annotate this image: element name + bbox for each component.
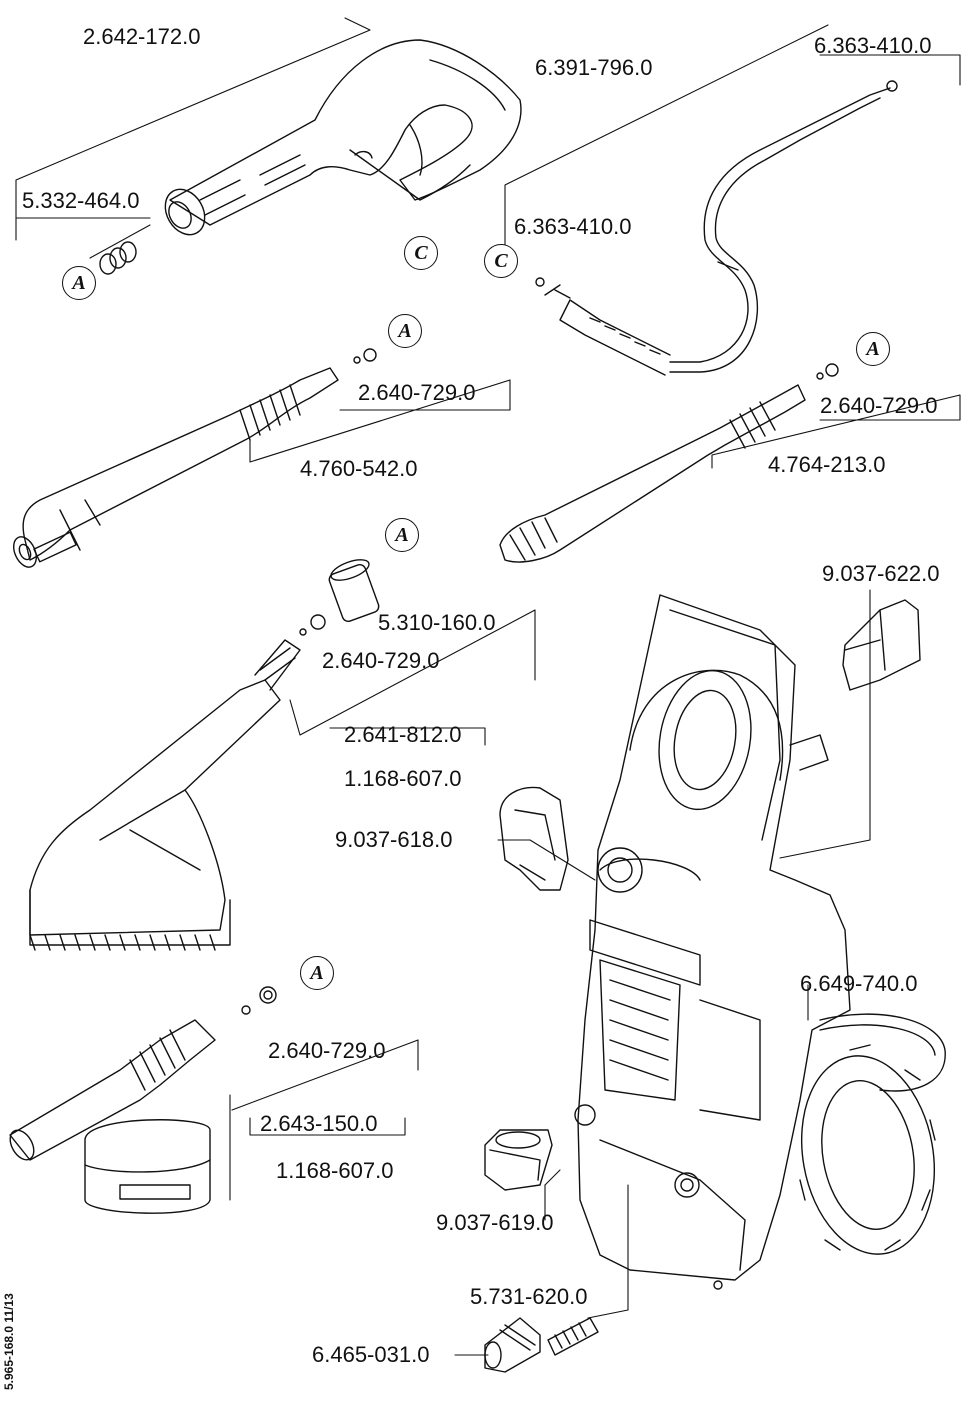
brush-drawing [29, 559, 380, 951]
label-water-inlet: 5.731-620.0 [470, 1284, 588, 1309]
holder-middle-drawing [499, 786, 569, 891]
label-trigger-gun: 2.642-172.0 [83, 24, 201, 49]
label-hose: 6.391-796.0 [535, 55, 653, 80]
label-brush-kit-1: 2.641-812.0 [344, 722, 462, 747]
coupling-drawing [484, 1317, 541, 1373]
label-hose-gun-oring: 6.363-410.0 [514, 214, 632, 239]
symbol-a-vario: A [388, 314, 422, 348]
label-hose-end-oring: 6.363-410.0 [814, 33, 932, 58]
pressure-washer-drawing [574, 594, 946, 1290]
label-lance-dirtblaster: 4.764-213.0 [768, 452, 886, 477]
document-code: 5.965-168.0 11/13 [2, 1293, 16, 1390]
leader-lines [15, 17, 961, 1356]
foam-nozzle-drawing [9, 986, 277, 1214]
holder-bottom-drawing [484, 1129, 553, 1191]
label-foam-oring-set: 2.640-729.0 [268, 1038, 386, 1063]
hose-drawing [535, 80, 898, 376]
label-hose-reel: 6.649-740.0 [800, 971, 918, 996]
symbol-a-gun: A [62, 266, 96, 300]
label-foam-kit-2: 1.168-607.0 [276, 1158, 394, 1183]
gun-oring-drawing [99, 241, 137, 275]
label-holder-top: 9.037-622.0 [822, 561, 940, 586]
label-holder-bottom: 9.037-619.0 [436, 1210, 554, 1235]
trigger-gun-drawing [164, 39, 522, 236]
symbol-a-brush: A [385, 518, 419, 552]
label-adapter-nut: 5.310-160.0 [378, 610, 496, 635]
symbol-a-dirtblaster: A [856, 332, 890, 366]
symbol-a-foam: A [300, 956, 334, 990]
label-lance-oring-set-1: 2.640-729.0 [358, 380, 476, 405]
label-lance-vario: 4.760-542.0 [300, 456, 418, 481]
symbol-c-hose: C [484, 244, 518, 278]
water-inlet-drawing [547, 1317, 599, 1356]
label-holder-middle: 9.037-618.0 [335, 827, 453, 852]
vario-lance-drawing [12, 348, 377, 568]
label-foam-kit-1: 2.643-150.0 [260, 1111, 378, 1136]
label-brush-oring-set: 2.640-729.0 [322, 648, 440, 673]
holder-top-drawing [842, 599, 921, 691]
label-coupling: 6.465-031.0 [312, 1342, 430, 1367]
dirtblaster-lance-drawing [499, 363, 839, 563]
label-lance-oring-set-2: 2.640-729.0 [820, 393, 938, 418]
label-gun-oring-set: 5.332-464.0 [22, 188, 140, 213]
label-brush-kit-2: 1.168-607.0 [344, 766, 462, 791]
symbol-c-gun: C [404, 236, 438, 270]
